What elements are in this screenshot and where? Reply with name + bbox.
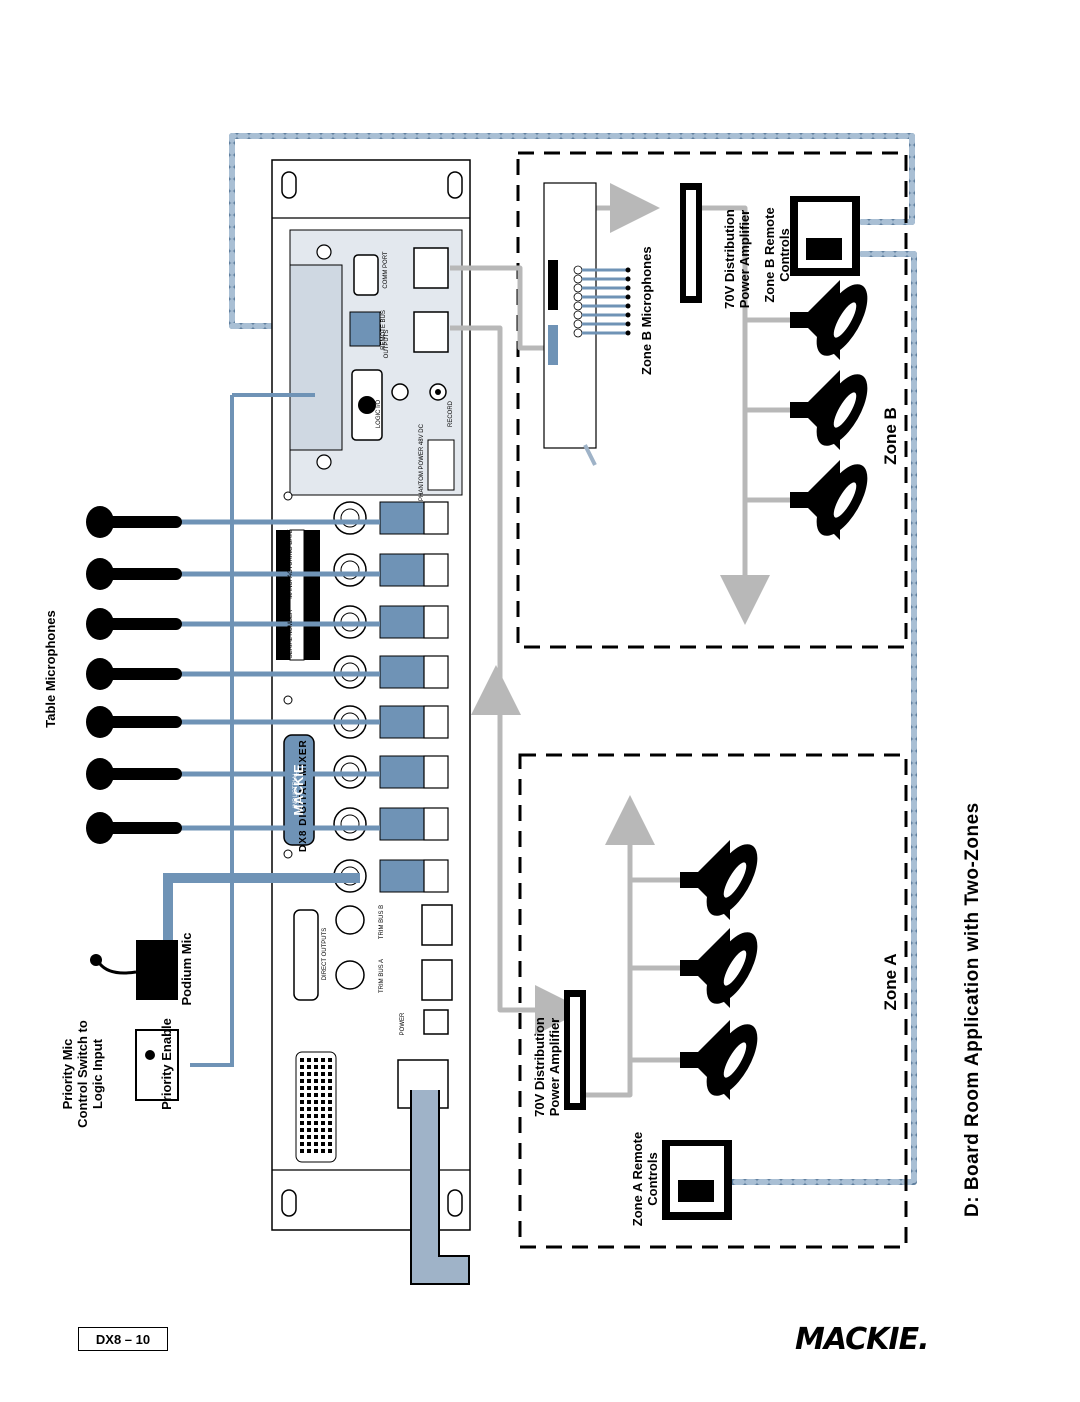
speaker-wiring: [586, 205, 790, 1098]
speaker-icon: [790, 460, 868, 540]
table-microphone: [86, 608, 380, 640]
zone-b-microphone: [573, 274, 631, 284]
zone-b-box: [516, 151, 908, 649]
dx8-mixer-panel: [271, 159, 471, 1231]
zone-a-box: [518, 753, 908, 1249]
speaker-icon: [680, 928, 758, 1008]
direct-outputs-label: DIRECT OUTPUTS: [322, 927, 328, 981]
zone-b-microphone: [573, 310, 631, 320]
speaker-icon: [680, 1020, 758, 1100]
comm-port-label: COMM PORT: [383, 251, 389, 289]
table-microphones: [86, 506, 380, 844]
zone-b-amplifier: [680, 183, 702, 303]
zone-a-remote-text: Zone A Remote Controls: [630, 1131, 660, 1227]
trim-bus-b-label: TRIM BUS B: [379, 904, 385, 940]
phantom-label: PHANTOM POWER 48V DC: [419, 424, 425, 501]
record-label: RECORD: [448, 401, 454, 428]
logic-io-label: LOGIC I/O: [376, 399, 382, 429]
table-microphones-label: Table Microphones: [43, 610, 58, 728]
table-microphone: [86, 758, 380, 790]
serial-number-label: SERIAL NUMBER: [288, 609, 294, 659]
input-channel: [283, 695, 449, 739]
table-microphone: [86, 506, 380, 538]
amp-a-label: 70V Distribution Power Amplifier: [532, 1007, 567, 1127]
manufacturing-date-label: MANUFACTURING DATE: [288, 529, 294, 599]
trim-bus-a-label: TRIM BUS A: [379, 959, 385, 994]
amp-b-text: 70V Distribution Power Amplifier: [722, 209, 752, 309]
power-label: POWER: [400, 1012, 406, 1036]
output-lines: [450, 183, 660, 1035]
zone-b-remote-text: Zone B Remote Controls: [762, 207, 792, 303]
amp-b-label: 70V Distribution Power Amplifier: [722, 199, 757, 319]
zone-a-label: Zone A: [881, 953, 900, 1011]
diagram-title: D: Board Room Application with Two-Zones: [962, 802, 983, 1217]
zone-b-microphone: [573, 283, 631, 293]
zone-b-microphone: [573, 301, 631, 311]
zone-b-remote-control: [790, 196, 860, 276]
priority-enable-label: Priority Enable: [159, 1018, 174, 1110]
zone-b-microphone: [573, 319, 631, 329]
brand-logo: MACKIE.: [795, 1322, 929, 1357]
zone-b-microphone: [573, 265, 631, 275]
zone-b-microphone: [573, 328, 631, 338]
input-channel: [283, 491, 449, 535]
zone-b-remote-label: Zone B Remote Controls: [762, 205, 797, 305]
amp-a-text: 70V Distribution Power Amplifier: [532, 1017, 562, 1117]
table-microphone: [86, 812, 380, 844]
zone-b-microphone: [573, 292, 631, 302]
table-microphone: [86, 658, 380, 690]
priority-switch-text: Priority Mic Control Switch to Logic Inp…: [60, 1020, 105, 1128]
speaker-icon: [680, 840, 758, 920]
mackie-panel-logo: [283, 734, 315, 846]
zone-a-remote-label: Zone A Remote Controls: [630, 1129, 665, 1229]
table-microphone: [86, 558, 380, 590]
remote-bus-cable: [229, 133, 917, 1185]
page-number: DX8 – 10: [95, 1331, 151, 1347]
priority-enable-switch: [135, 1029, 179, 1101]
mixer-sublogo-label: INDUSTRIAL: [293, 772, 299, 808]
podium-mic-label: Podium Mic: [179, 932, 194, 1006]
speaker-icon: [790, 280, 868, 360]
zone-b-label: Zone B: [881, 407, 900, 465]
priority-switch-label: Priority Mic Control Switch to Logic Inp…: [60, 1019, 109, 1129]
podium-mic: [90, 393, 360, 1067]
zone-a-remote-control: [662, 1140, 732, 1220]
zone-b-mics-label: Zone B Microphones: [639, 246, 654, 375]
outputs-label: OUTPUTS: [384, 329, 390, 359]
speaker-icon: [790, 370, 868, 450]
page-number-box: DX8 – 10: [78, 1327, 168, 1351]
zone-a-amplifier: [564, 990, 586, 1110]
zone-b-mixer: [543, 182, 631, 466]
input-channel: [283, 797, 449, 841]
table-microphone: [86, 706, 380, 738]
